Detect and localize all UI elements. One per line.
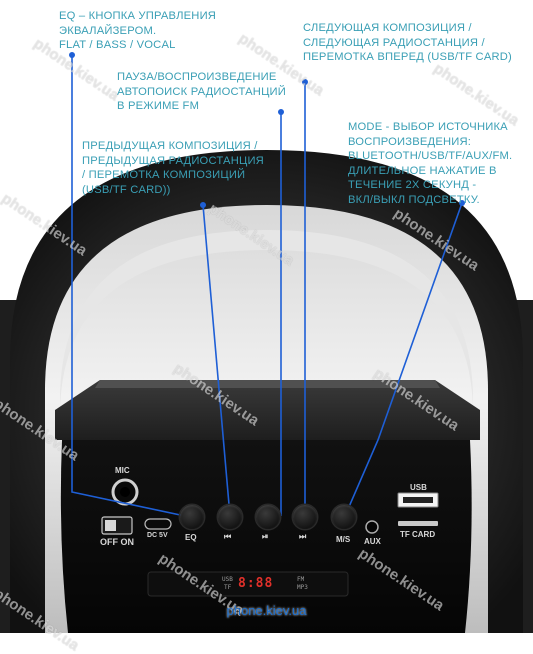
mode-label: M/S: [336, 535, 351, 544]
footer-watermark-url: phone.kiev.ua: [226, 603, 307, 618]
callout-prev-line-1: ПРЕДЫДУЩАЯ КОМПОЗИЦИЯ /: [82, 140, 258, 152]
aux-label: AUX: [364, 537, 381, 546]
display-window: [147, 571, 349, 597]
prev-icon: ⏮: [224, 532, 232, 541]
eq-label: EQ: [185, 533, 197, 542]
off-on-label: OFF ON: [100, 537, 134, 547]
dc-label: DC 5V: [147, 532, 168, 539]
display-fm: FM: [297, 576, 305, 583]
callout-next-line-3: ПЕРЕМОТКА ВПЕРЕД (USB/TF CARD): [303, 51, 512, 63]
callout-mode-line-5: ТЕЧЕНИЕ 2Х СЕКУНД -: [348, 179, 477, 191]
tf-card-label: TF CARD: [400, 530, 436, 539]
callout-pause-line-3: В РЕЖИМЕ FM: [117, 100, 200, 112]
mode-leader: [344, 202, 463, 517]
product-photo: MIC OFF ON DC 5V EQ ⏮ ⏯ ⏭ M/S AUX USB TF…: [0, 9, 533, 654]
dc-port: [144, 518, 172, 530]
callout-prev-line-2: ПРЕДЫДУЩАЯ РАДИОСТАНЦИЯ: [82, 154, 264, 167]
callout-mode-line-6: ВКЛ/ВЫКЛ ПОДСВЕТКУ.: [348, 193, 480, 206]
callout-eq: EQ – КНОПКА УПРАВЛЕНИЯ ЭКВАЛАЙЗЕРОМ. FLA…: [59, 9, 216, 53]
eq-button[interactable]: [180, 505, 204, 529]
callout-mode-line-1: MODE - ВЫБОР ИСТОЧНИКА: [348, 121, 508, 133]
callout-mode: MODE - ВЫБОР ИСТОЧНИКА ВОСПРОИЗВЕДЕНИЯ: …: [348, 120, 512, 207]
prev-button[interactable]: [218, 505, 242, 529]
callout-pause-line-2: АВТОПОИСК РАДИОСТАНЦИЙ: [117, 85, 287, 98]
play-pause-icon: ⏯: [262, 532, 269, 541]
callout-prev-line-3: / ПЕРЕМОТКА КОМПОЗИЦИЙ: [82, 169, 246, 181]
callout-next: СЛЕДУЮЩАЯ КОМПОЗИЦИЯ / СЛЕДУЮЩАЯ РАДИОСТ…: [303, 21, 512, 65]
display-mp3: MP3: [297, 584, 308, 591]
speaker-illustration: [0, 52, 533, 633]
callout-mode-line-2: ВОСПРОИЗВЕДЕНИЯ:: [348, 135, 472, 148]
callout-pause: ПАУЗА/ВОСПРОИЗВЕДЕНИЕ АВТОПОИСК РАДИОСТА…: [117, 70, 286, 114]
callout-eq-line-2: ЭКВАЛАЙЗЕРОМ.: [59, 24, 157, 37]
callout-prev: ПРЕДЫДУЩАЯ КОМПОЗИЦИЯ / ПРЕДЫДУЩАЯ РАДИО…: [82, 139, 264, 197]
leader-dots: [69, 52, 465, 208]
next-button[interactable]: [293, 505, 317, 529]
callout-next-line-1: СЛЕДУЮЩАЯ КОМПОЗИЦИЯ /: [303, 22, 472, 34]
usb-label: USB: [410, 483, 427, 492]
callout-eq-line-3: FLAT / BASS / VOCAL: [59, 39, 176, 51]
display-tf: TF: [224, 584, 232, 591]
mic-label: MIC: [115, 466, 130, 475]
callout-eq-line-1: EQ – КНОПКА УПРАВЛЕНИЯ: [59, 10, 217, 22]
eq-leader: [71, 55, 186, 517]
handle-shelf: [55, 380, 480, 440]
display-usb: USB: [222, 576, 233, 583]
leader-lines: [71, 55, 463, 517]
display-digits: 8:88: [238, 576, 274, 591]
callout-pause-line-1: ПАУЗА/ВОСПРОИЗВЕДЕНИЕ: [117, 71, 277, 83]
callout-mode-line-4: ДЛИТЕЛЬНОЕ НАЖАТИЕ В: [348, 164, 497, 177]
callout-next-line-2: СЛЕДУЮЩАЯ РАДИОСТАНЦИЯ /: [303, 36, 485, 49]
tf-slot: [398, 521, 438, 526]
next-icon: ⏭: [299, 532, 307, 541]
callout-prev-line-4: (USB/TF CARD)): [82, 183, 171, 196]
mode-button[interactable]: [332, 505, 356, 529]
play-pause-button[interactable]: [256, 505, 280, 529]
callout-mode-line-3: BLUETOOTH/USB/TF/AUX/FM.: [348, 150, 513, 162]
prev-leader: [202, 204, 231, 517]
aux-jack: [365, 520, 379, 534]
